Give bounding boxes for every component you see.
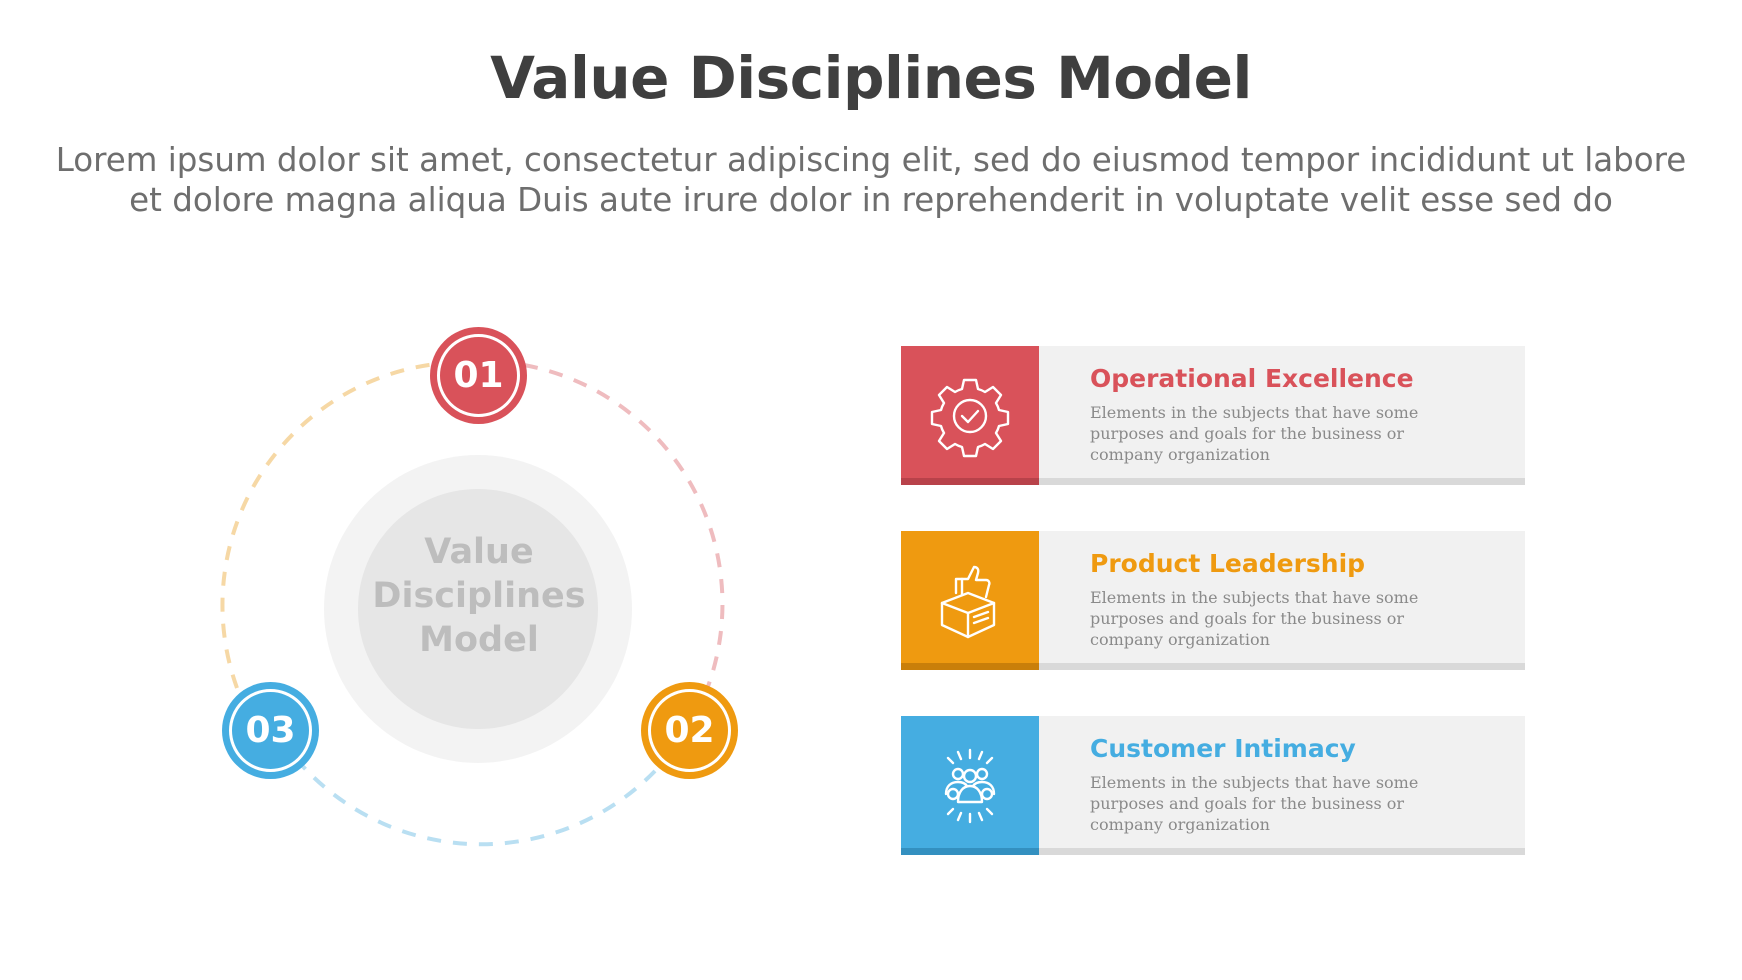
cycle-diagram xyxy=(220,362,725,847)
item-description: Elements in the subjects that have some … xyxy=(1090,402,1420,465)
center-label-line-1: Value xyxy=(424,532,534,572)
subtitle-line-1: Lorem ipsum dolor sit amet, consectetur … xyxy=(55,141,1687,179)
desc-line-3: company organization xyxy=(1090,445,1270,464)
item-description: Elements in the subjects that have some … xyxy=(1090,587,1420,650)
subtitle-line-2: et dolore magna aliqua Duis aute irure d… xyxy=(129,181,1613,219)
item-heading: Product Leadership xyxy=(1090,549,1366,578)
desc-line-2: purposes and goals for the business or xyxy=(1090,424,1405,443)
center-label-line-2: Disciplines xyxy=(372,576,586,616)
badge-01: 01 xyxy=(430,327,527,424)
item-icon-box xyxy=(901,531,1039,670)
badge-03-number: 03 xyxy=(229,689,312,772)
item-icon-box xyxy=(901,716,1039,855)
item-operational-excellence: Operational Excellence Elements in the s… xyxy=(901,346,1525,485)
item-icon-box xyxy=(901,346,1039,485)
page-title: Value Disciplines Model xyxy=(490,44,1252,112)
center-label: Value Disciplines Model xyxy=(339,530,619,662)
arc-blue xyxy=(270,723,657,847)
item-heading: Operational Excellence xyxy=(1090,364,1414,393)
item-heading: Customer Intimacy xyxy=(1090,734,1356,763)
item-description: Elements in the subjects that have some … xyxy=(1090,772,1420,835)
badge-02-number: 02 xyxy=(648,689,731,772)
desc-line-2: purposes and goals for the business or xyxy=(1090,794,1405,813)
desc-line-1: Elements in the subjects that have some xyxy=(1090,588,1419,607)
desc-line-1: Elements in the subjects that have some xyxy=(1090,773,1419,792)
box-thumbs-up-icon xyxy=(940,565,996,638)
badge-02: 02 xyxy=(641,682,738,779)
center-label-line-3: Model xyxy=(419,620,539,660)
desc-line-2: purposes and goals for the business or xyxy=(1090,609,1405,628)
center-inner-circle xyxy=(358,489,598,729)
badge-01-number: 01 xyxy=(437,334,520,417)
desc-line-1: Elements in the subjects that have some xyxy=(1090,403,1419,422)
arc-orange xyxy=(220,362,437,689)
badge-03: 03 xyxy=(222,682,319,779)
page-subtitle: Lorem ipsum dolor sit amet, consectetur … xyxy=(40,140,1702,220)
people-group-icon xyxy=(944,748,996,823)
item-product-leadership: Product Leadership Elements in the subje… xyxy=(901,531,1525,670)
gear-check-icon xyxy=(930,378,1010,457)
item-customer-intimacy: Customer Intimacy Elements in the subjec… xyxy=(901,716,1525,855)
desc-line-3: company organization xyxy=(1090,815,1270,834)
desc-line-3: company organization xyxy=(1090,630,1270,649)
